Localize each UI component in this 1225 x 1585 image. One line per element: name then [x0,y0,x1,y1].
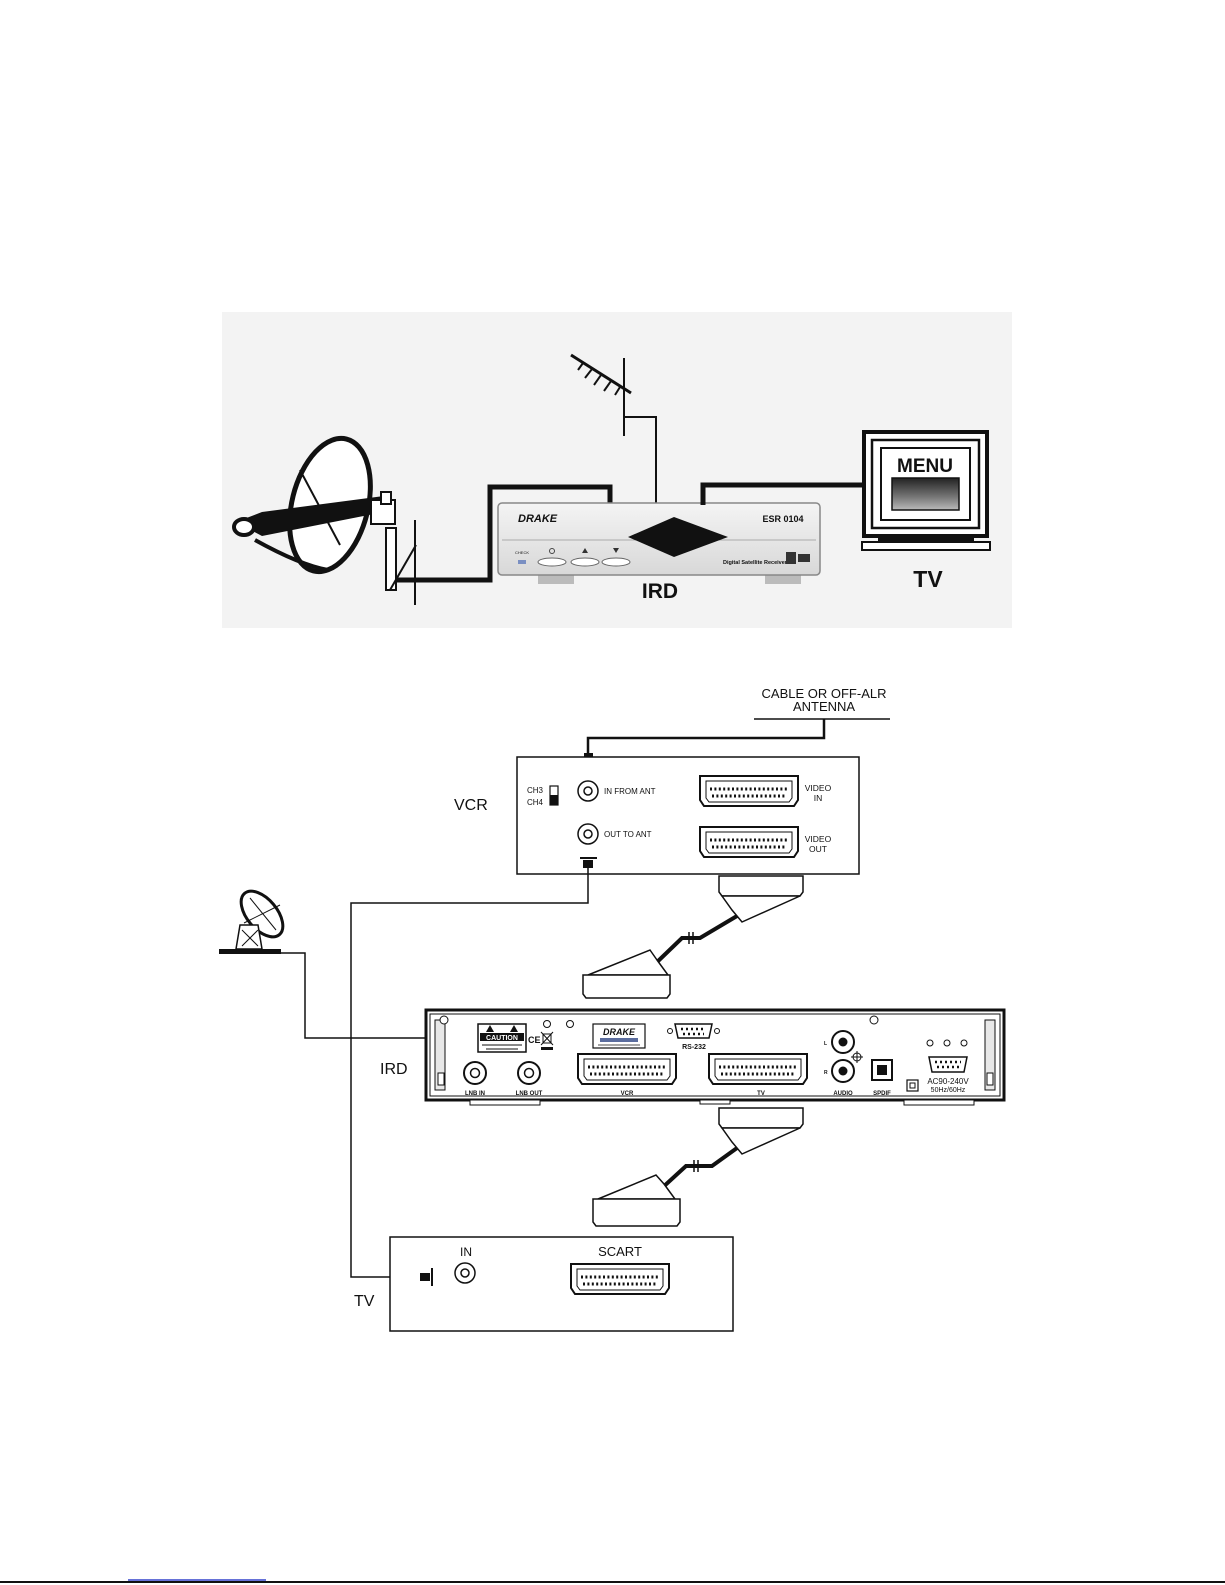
audio-right-label: R [824,1070,828,1076]
antenna-label-line2: ANTENNA [793,699,855,714]
ird-rear-label: IRD [380,1061,408,1078]
screw-icon [567,1021,574,1028]
tv-scart-label: SCART [598,1244,642,1259]
rs232-label: RS-232 [682,1044,706,1051]
vcr-rear-panel [517,757,859,874]
dvb-logo-icon [786,552,796,564]
vcr-ch3-label: CH3 [527,786,544,795]
dish-to-lnb-in-cable [281,953,432,1038]
dolby-logo-icon [798,554,810,562]
lnb-in-label: LNB IN [465,1091,485,1097]
ird-vcr-scart-port [578,1054,676,1084]
ird-tv-scart-port [709,1054,807,1084]
ird-subtitle-text: Digital Satellite Receiver [723,560,788,566]
vcr-label: VCR [454,797,488,814]
tv-icon: MENU [862,432,990,550]
vcr-video-out-label-1: VIDEO [805,834,832,844]
tv-menu-text: MENU [897,456,953,477]
antenna-cable [588,719,824,753]
screw-icon [927,1040,933,1046]
vcr-out-to-ant-label: OUT TO ANT [604,830,652,839]
screw-icon [870,1016,878,1024]
lnb-out-label: LNB OUT [516,1091,543,1097]
ird-front-panel: DRAKE ESR 0104 CHECK Digital Satellite R… [498,503,820,584]
spdif-label: SPDIF [873,1091,891,1097]
vcr-in-from-ant-label: IN FROM ANT [604,787,656,796]
scart-cable-ird-tv [593,1108,803,1226]
vcr-video-in-label-2: IN [814,793,823,803]
vcr-video-out-label-2: OUT [809,844,827,854]
tv-rear-panel [390,1237,733,1331]
basic-connection-diagram: DRAKE ESR 0104 CHECK Digital Satellite R… [222,312,1012,628]
screw-icon [544,1021,551,1028]
ird-label: IRD [642,580,678,603]
audio-left-label: L [824,1041,827,1047]
vcr-connection-diagram: CABLE OR OFF-ALR ANTENNA VCR CH3 CH4 IN … [219,686,1004,1331]
tv-in-label: IN [460,1245,472,1259]
screw-icon [944,1040,950,1046]
caution-text: CAUTION [486,1035,518,1042]
ird-tv-scart-label: TV [757,1091,765,1097]
ce-mark-icon: CE [528,1035,541,1045]
ird-model-text: ESR 0104 [762,514,803,524]
tv-rear-label: TV [354,1293,375,1310]
ird-rear-panel: CAUTION CE DRAKE [426,1010,1004,1105]
ird-check-label: CHECK [515,550,529,555]
screw-icon [440,1016,448,1024]
ird-brand-logo: DRAKE [518,513,558,525]
ird-vcr-scart-label: VCR [621,1091,634,1097]
vcr-video-in-label-1: VIDEO [805,783,832,793]
vcr-ch4-label: CH4 [527,798,544,807]
scart-cable-vcr-ird [583,876,803,998]
tv-label: TV [913,566,943,592]
vcr-scart-out-port [700,827,798,857]
tv-scart-port [571,1264,669,1294]
power-label-1: AC90-240V [927,1077,969,1086]
satellite-dish-icon [219,884,291,954]
ird-rear-brand-logo: DRAKE [603,1027,636,1037]
screw-icon [961,1040,967,1046]
power-label-2: 50Hz/60Hz [931,1087,966,1094]
vcr-scart-in-port [700,776,798,806]
audio-label: AUDIO [833,1091,853,1097]
power-inlet-port [929,1057,967,1072]
